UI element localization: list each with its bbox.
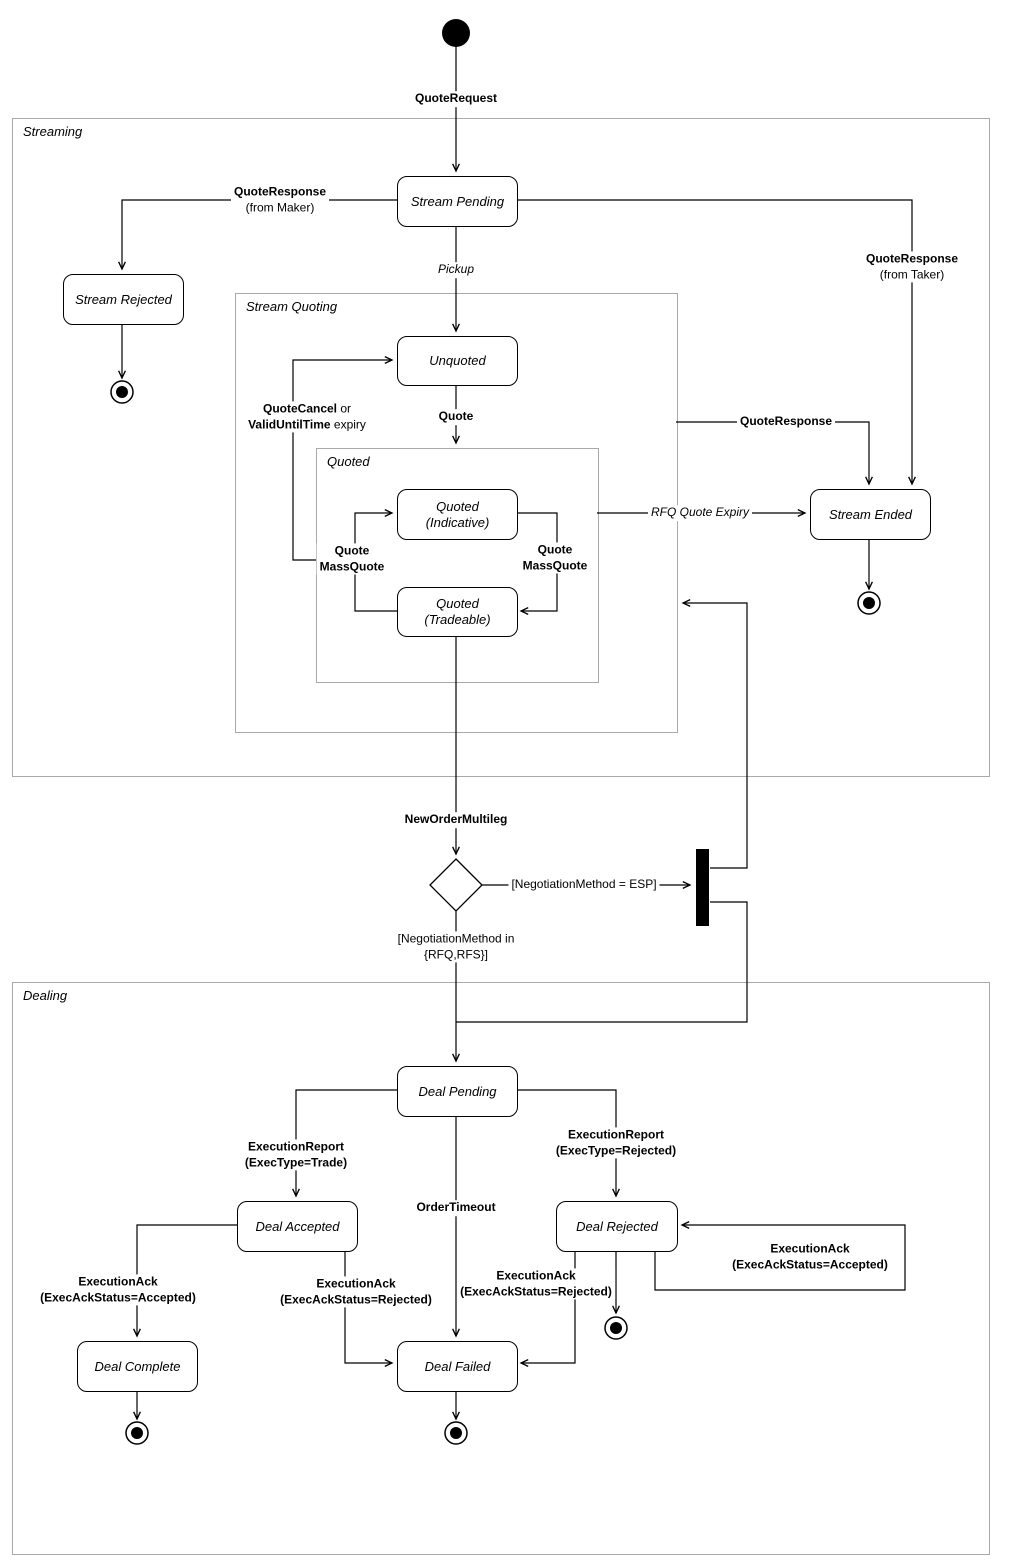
region-dealing: Dealing: [12, 982, 990, 1555]
region-streaming-label: Streaming: [23, 124, 83, 139]
region-dealing-label: Dealing: [23, 988, 68, 1003]
label-quote-response-maker: QuoteResponse(from Maker): [230, 184, 330, 216]
label-exec-ack-rejected-from-rejected: ExecutionAck (ExecAckStatus=Rejected): [457, 1268, 615, 1300]
label-quote-response: QuoteResponse: [736, 414, 836, 430]
label-quote-response-taker: QuoteResponse(from Taker): [862, 251, 962, 283]
label-massquote-left: Quote MassQuote: [316, 543, 388, 575]
region-streaming: Streaming: [12, 118, 990, 777]
label-order-timeout: OrderTimeout: [413, 1200, 499, 1216]
state-deal-pending: Deal Pending: [397, 1066, 518, 1117]
state-deal-accepted: Deal Accepted: [237, 1201, 358, 1252]
label-exec-report-trade: ExecutionReport (ExecType=Trade): [241, 1139, 351, 1171]
edge-exec-ack-accepted-loop: [654, 1225, 906, 1291]
final-state-stream-rejected: [110, 380, 134, 404]
fork-bar: [696, 849, 709, 926]
state-deal-complete: Deal Complete: [77, 1341, 198, 1392]
label-exec-ack-accepted-loop: ExecutionAck (ExecAckStatus=Accepted): [729, 1241, 891, 1273]
label-pickup: Pickup: [434, 262, 478, 278]
label-guard-rfq-rfs: [NegotiationMethod in {RFQ,RFS}]: [394, 931, 518, 963]
region-quoted-label: Quoted: [327, 454, 370, 469]
label-guard-esp: [NegotiationMethod = ESP]: [508, 877, 660, 893]
edge-exec-report-rejected: [516, 1089, 616, 1196]
region-stream-quoting-label: Stream Quoting: [246, 299, 338, 314]
edge-exec-ack-rejected-from-rejected: [521, 1250, 576, 1363]
label-quote-request: QuoteRequest: [411, 91, 501, 107]
edge-quote-cancel: [292, 360, 392, 561]
label-rfq-quote-expiry: RFQ Quote Expiry: [647, 505, 753, 521]
label-quote: Quote: [435, 409, 477, 425]
state-stream-rejected: Stream Rejected: [63, 274, 184, 325]
final-state-deal-rejected: [604, 1316, 628, 1340]
final-state-stream-ended: [857, 591, 881, 615]
state-stream-ended: Stream Ended: [810, 489, 931, 540]
state-deal-failed: Deal Failed: [397, 1341, 518, 1392]
state-unquoted: Unquoted: [397, 336, 518, 386]
final-state-deal-failed: [444, 1421, 468, 1445]
state-deal-rejected: Deal Rejected: [556, 1201, 678, 1252]
region-quoted: Quoted: [316, 448, 599, 683]
edge-quote-response-taker: [516, 199, 912, 484]
label-exec-ack-accepted: ExecutionAck (ExecAckStatus=Accepted): [37, 1274, 199, 1306]
final-state-deal-complete: [125, 1421, 149, 1445]
state-quoted-indicative: Quoted (Indicative): [397, 489, 518, 540]
label-new-order-multileg: NewOrderMultileg: [401, 812, 511, 828]
initial-state: [442, 19, 470, 47]
edge-quote-response-to-ended: [676, 421, 869, 484]
choice-diamond: [429, 858, 483, 912]
state-stream-pending: Stream Pending: [397, 176, 518, 227]
label-massquote-right: Quote MassQuote: [519, 542, 591, 574]
state-quoted-tradeable: Quoted (Tradeable): [397, 587, 518, 637]
label-exec-ack-rejected-from-accepted: ExecutionAck (ExecAckStatus=Rejected): [277, 1276, 435, 1308]
edge-esp-fork-down: [456, 901, 748, 1023]
label-exec-report-rejected: ExecutionReport (ExecType=Rejected): [552, 1127, 680, 1159]
edge-esp-fork-up: [683, 603, 748, 869]
